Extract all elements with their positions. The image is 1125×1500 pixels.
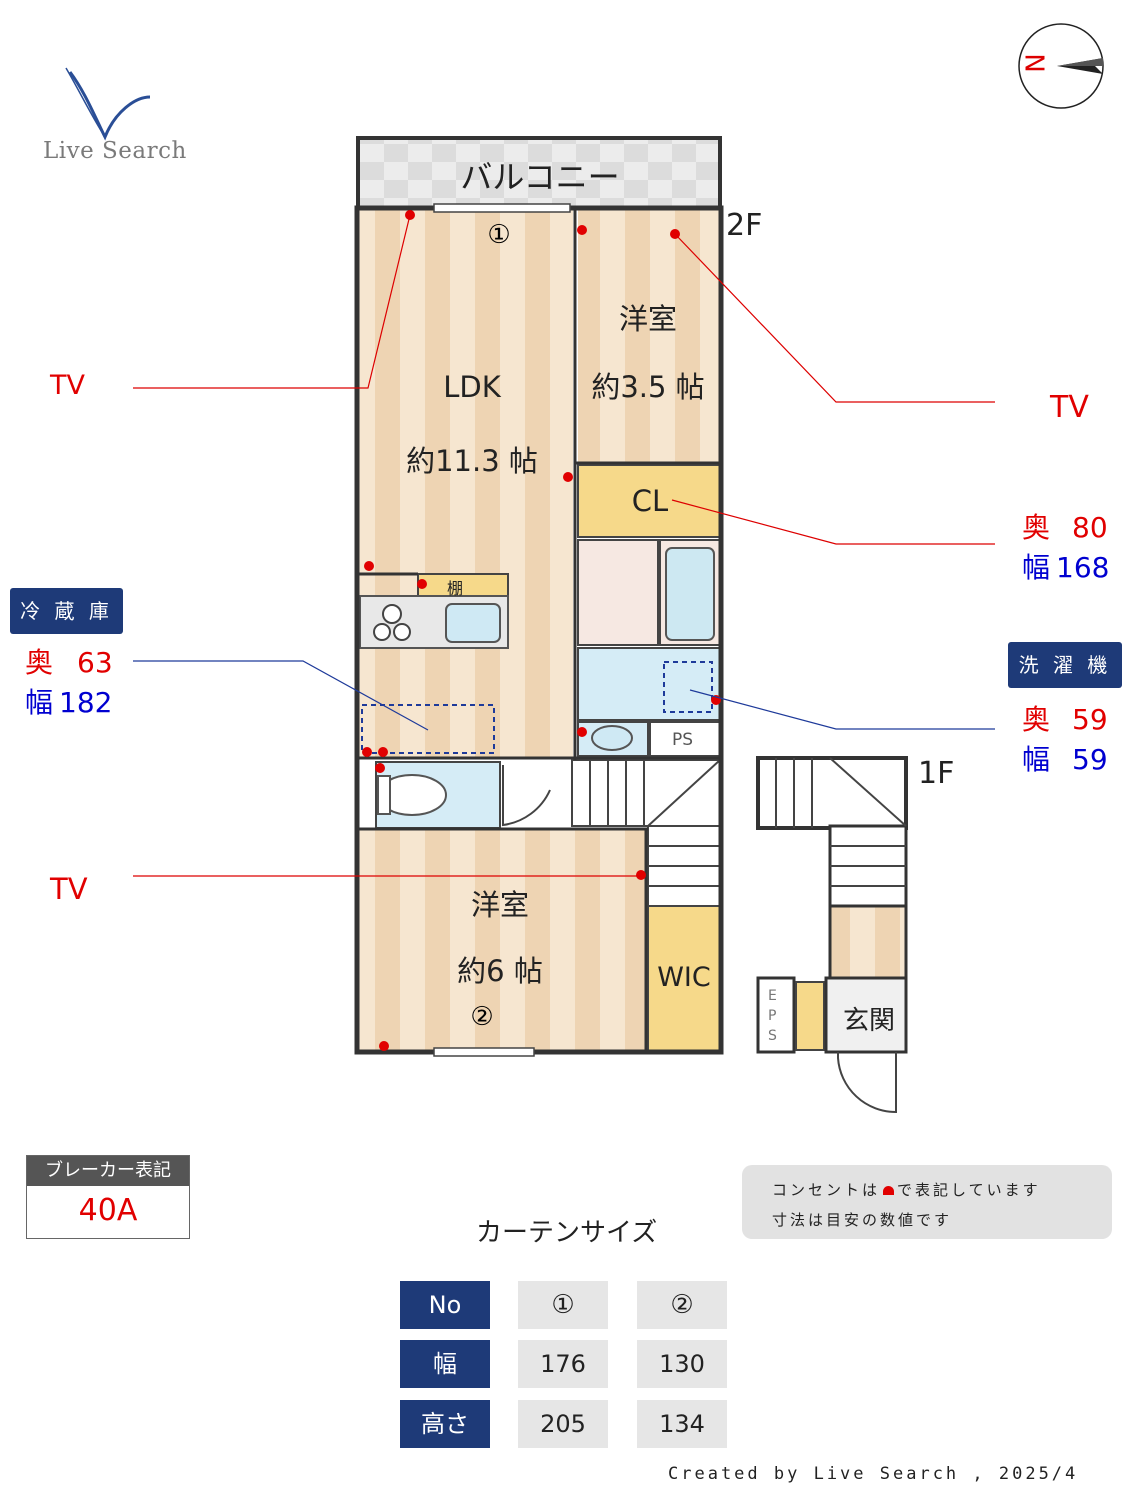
curtain-title: カーテンサイズ xyxy=(476,1218,658,1248)
ldk-size: 約11.3 帖 xyxy=(406,444,538,478)
curtain-header-no: No xyxy=(400,1281,490,1329)
stove-burner xyxy=(373,623,391,641)
western2-floor xyxy=(358,830,646,1052)
stove-burner xyxy=(393,623,411,641)
washer-title: 洗 濯 機 xyxy=(1008,642,1122,688)
toilet-door xyxy=(502,765,551,827)
curtain-row-height-label: 高さ xyxy=(400,1400,490,1448)
washer-line xyxy=(689,689,995,730)
tv-label-right: TV xyxy=(1050,390,1089,425)
window-1 xyxy=(433,203,571,213)
eps-area xyxy=(756,976,796,1054)
stairs-1f xyxy=(756,756,908,830)
western1-size: 約3.5 帖 xyxy=(591,370,705,404)
tv-label-left-bottom: TV xyxy=(50,872,88,906)
western2-size: 約6 帖 xyxy=(457,954,543,988)
fridge-title: 冷 蔵 庫 xyxy=(10,588,123,634)
legend-line-1: コンセントはで表記しています xyxy=(772,1181,1041,1199)
footer-credit: Created by Live Search , 2025/4 xyxy=(668,1464,1079,1484)
closet-area xyxy=(577,464,721,538)
window-2-number: ② xyxy=(470,1002,494,1032)
outlet-icon xyxy=(883,1186,895,1195)
tv-right-line xyxy=(674,233,995,403)
window-1-number: ① xyxy=(487,220,511,250)
curtain-row-width-1: 176 xyxy=(518,1340,608,1388)
kitchen-sink xyxy=(445,603,501,643)
logo-v-icon xyxy=(65,67,151,141)
ldk-floor xyxy=(358,210,573,758)
logo: Live Search xyxy=(40,62,210,172)
floor-label-1f: 1F xyxy=(918,756,955,791)
western1-name: 洋室 xyxy=(618,302,677,336)
breaker-box: ブレーカー表記 40A xyxy=(26,1155,190,1239)
western2-name: 洋室 xyxy=(470,888,529,922)
curtain-row-height-2: 134 xyxy=(637,1400,727,1448)
tv-left-top-line xyxy=(133,214,411,389)
tv-label-left-top: TV xyxy=(50,370,85,401)
balcony-label: バルコニー xyxy=(460,158,620,196)
hall-1f xyxy=(828,904,908,980)
compass-icon xyxy=(1018,23,1104,109)
sink-basin xyxy=(591,725,633,751)
entrance-area xyxy=(824,976,908,1054)
wic-label: WIC xyxy=(657,962,711,993)
washer-outline xyxy=(663,661,713,713)
floor-label-2f: 2F xyxy=(726,208,763,243)
fridge-outline xyxy=(361,704,495,754)
toilet-tank xyxy=(377,775,391,815)
balcony-area xyxy=(356,136,722,210)
breaker-value: 40A xyxy=(78,1193,138,1228)
curtain-row-height-1: 205 xyxy=(518,1400,608,1448)
washroom-area xyxy=(577,539,659,646)
legend-line-2: 寸法は目安の数値です xyxy=(772,1211,953,1229)
curtain-header-2: ② xyxy=(637,1281,727,1329)
curtain-row-width-2: 130 xyxy=(637,1340,727,1388)
shelf-label: 棚 xyxy=(447,579,464,598)
ps-label: PS xyxy=(672,730,694,750)
curtain-row-width-label: 幅 xyxy=(400,1340,490,1388)
ps-area xyxy=(649,721,721,757)
fridge-line xyxy=(133,660,429,731)
logo-text: Live Search xyxy=(43,138,187,164)
shoe-box xyxy=(795,981,825,1051)
breaker-label: ブレーカー表記 xyxy=(27,1156,189,1186)
floor-plan xyxy=(133,136,995,1114)
laundry-area xyxy=(577,647,721,721)
entrance-door xyxy=(837,1052,897,1114)
bathtub xyxy=(665,547,715,641)
stove-burner xyxy=(382,604,402,624)
window-2 xyxy=(433,1047,535,1057)
stairs-2f xyxy=(571,759,721,827)
legend-box: コンセントはで表記しています 寸法は目安の数値です xyxy=(742,1165,1112,1239)
cl-line xyxy=(671,499,995,545)
western1-floor xyxy=(578,210,720,462)
ldk-name: LDK xyxy=(443,370,501,404)
eps-label: EPS xyxy=(768,988,777,1044)
compass: N xyxy=(1017,22,1105,110)
curtain-header-1: ① xyxy=(518,1281,608,1329)
entrance-label: 玄関 xyxy=(842,1006,895,1036)
closet-label: CL xyxy=(631,484,669,518)
